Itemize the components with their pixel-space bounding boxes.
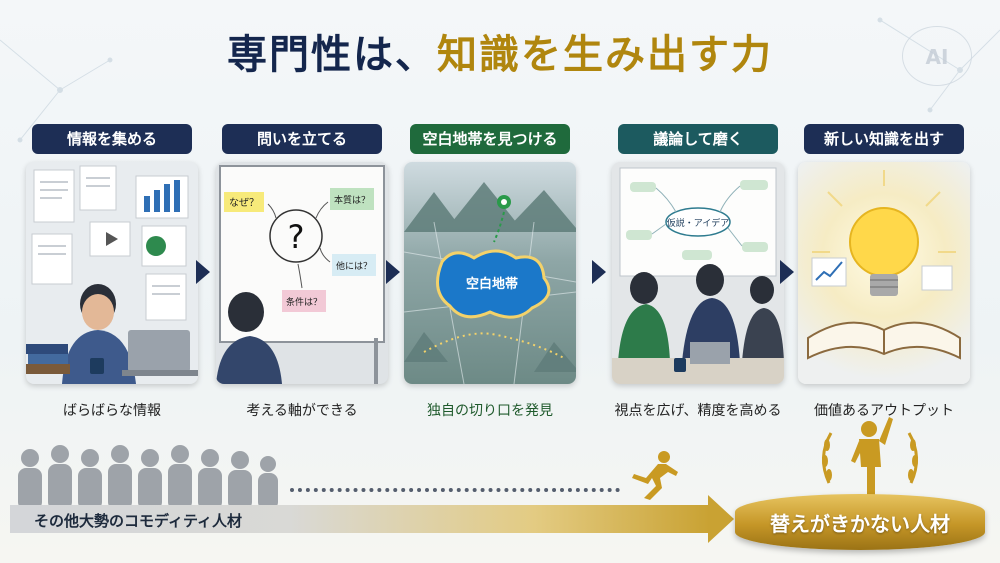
step-3-caption: 独自の切り口を発見 xyxy=(427,403,553,419)
step-2-caption: 考える軸ができる xyxy=(246,403,358,419)
podium xyxy=(735,494,985,550)
step-4-heading: 議論して磨く xyxy=(618,124,778,154)
step-1-caption: ばらばらな情報 xyxy=(63,403,161,419)
growth-arrow-tip xyxy=(708,495,734,543)
step-ask-questions: 問いを立てる ? なぜ？ 本質は？ 他には？ 条件は？ 考える軸ができる xyxy=(216,124,388,420)
flow-arrow-icon xyxy=(780,260,794,284)
whiteboard-illustration: ? なぜ？ 本質は？ 他には？ 条件は？ xyxy=(216,165,385,384)
note-others: 他には？ xyxy=(336,260,372,272)
flow-arrow-icon xyxy=(196,260,210,284)
hypothesis-label: 仮説・アイデア xyxy=(667,217,730,229)
commodity-label: その他大勢のコモディティ人材 xyxy=(34,512,243,530)
step-5-caption: 価値あるアウトプット xyxy=(814,403,954,419)
question-mark: ? xyxy=(288,218,305,256)
lightbulb-icon xyxy=(849,207,919,277)
flow-arrow-icon xyxy=(592,260,606,284)
flow-arrow-icon xyxy=(386,260,400,284)
title-part-2: 知識を生み出す力 xyxy=(437,32,773,78)
discussion-illustration: 仮説・アイデア xyxy=(612,167,784,384)
ai-badge: AI xyxy=(902,26,972,86)
scattered-documents-illustration xyxy=(26,165,198,384)
page-title: 専門性は、知識を生み出す力 xyxy=(0,22,1000,80)
note-conditions: 条件は？ xyxy=(286,296,322,308)
title-part-1: 専門性は、 xyxy=(227,32,437,78)
step-discuss-refine: 議論して磨く 仮説・アイデア 視点を広げ、精度を高める xyxy=(612,124,784,420)
step-3-heading: 空白地帯を見つける xyxy=(410,124,570,154)
step-2-heading: 問いを立てる xyxy=(222,124,382,154)
step-1-illustration xyxy=(26,162,198,384)
white-space-label: 空白地帯 xyxy=(466,276,518,292)
winner-figure-icon xyxy=(822,417,918,495)
step-collect-info: 情報を集める xyxy=(26,124,198,420)
mountain-map-illustration: 空白地帯 xyxy=(404,182,576,384)
irreplaceable-label: 替えがきかない人材 xyxy=(770,512,950,536)
note-why: なぜ？ xyxy=(229,197,259,209)
progress-dotted-line xyxy=(290,488,620,492)
step-1-heading: 情報を集める xyxy=(32,124,192,154)
step-5-heading: 新しい知識を出す xyxy=(804,124,964,154)
step-2-illustration: ? なぜ？ 本質は？ 他には？ 条件は？ xyxy=(216,162,388,384)
crowd-silhouettes xyxy=(18,445,278,510)
lightbulb-book-illustration xyxy=(807,170,961,360)
step-5-illustration xyxy=(798,162,970,384)
step-4-caption: 視点を広げ、精度を高める xyxy=(614,403,782,419)
runner-icon xyxy=(632,451,678,500)
note-essence: 本質は？ xyxy=(334,194,370,206)
step-produce-knowledge: 新しい知識を出す 価値あるアウトプット xyxy=(798,124,970,420)
growth-bar xyxy=(10,505,710,533)
step-find-white-space: 空白地帯を見つける 空白地帯 独自の切り口を発見 xyxy=(404,124,576,420)
step-3-illustration: 空白地帯 xyxy=(404,162,576,384)
step-4-illustration: 仮説・アイデア xyxy=(612,162,784,384)
